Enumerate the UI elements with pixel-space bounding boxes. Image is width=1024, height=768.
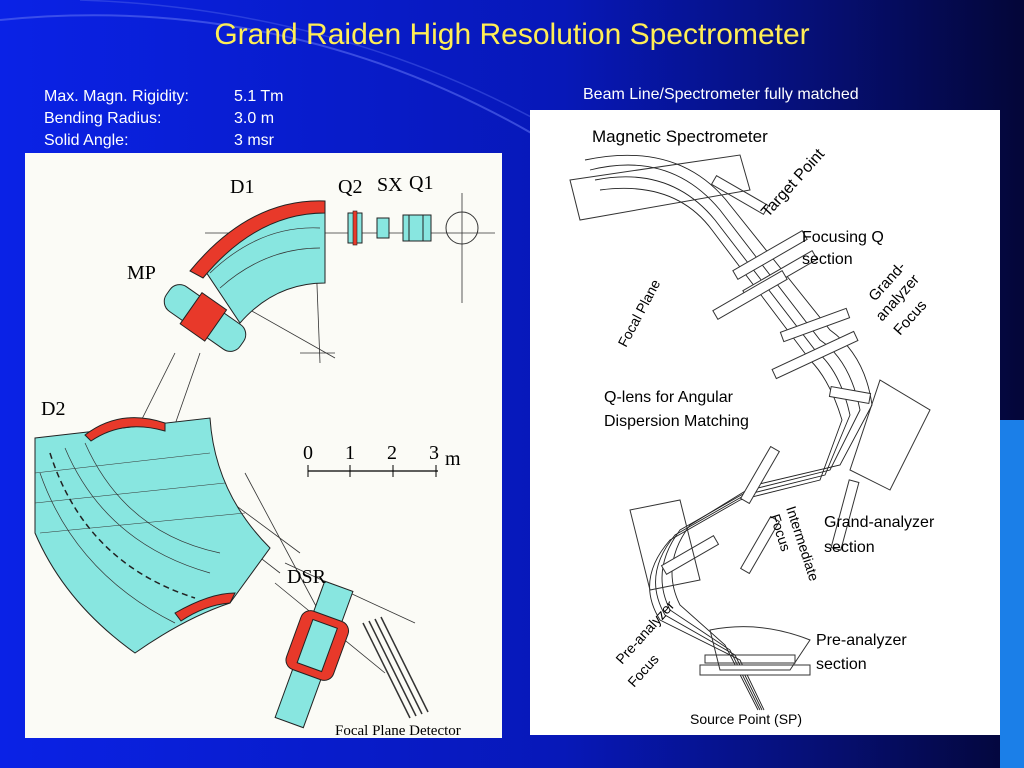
spec-value: 3.0 m bbox=[234, 110, 275, 127]
layout-svg: 0 1 2 3 m D1 Q2 SX Q1 MP D2 DSR Focal Pl… bbox=[34, 172, 495, 738]
label-q1: Q1 bbox=[409, 172, 433, 194]
label-magnetic-spectrometer: Magnetic Spectrometer bbox=[592, 127, 768, 146]
beamline-matching-diagram: Magnetic Spectrometer Target Point Focus… bbox=[530, 110, 1000, 735]
spec-radius: Bending Radius: 3.0 m bbox=[44, 108, 284, 130]
slide-accent-bar bbox=[1000, 420, 1024, 768]
dipole-outlines bbox=[569, 154, 931, 671]
label-detector: Focal Plane Detector bbox=[335, 723, 461, 738]
label-target-point: Target Point bbox=[758, 145, 828, 220]
d2-magnet bbox=[34, 417, 271, 654]
label-ga-section-1: Grand-analyzer bbox=[824, 514, 935, 531]
spec-list: Max. Magn. Rigidity: 5.1 Tm Bending Radiu… bbox=[44, 86, 284, 152]
label-ga-section-2: section bbox=[824, 539, 875, 556]
label-pa-section-1: Pre-analyzer bbox=[816, 632, 907, 649]
label-mp: MP bbox=[127, 262, 156, 284]
spec-label: Max. Magn. Rigidity: bbox=[44, 88, 189, 105]
beamline-caption: Beam Line/Spectrometer fully matched bbox=[583, 86, 859, 103]
spec-solid-angle: Solid Angle: 3 msr bbox=[44, 130, 284, 152]
quadrupole-group bbox=[347, 210, 432, 246]
beamline-svg: Magnetic Spectrometer Target Point Focus… bbox=[569, 127, 935, 727]
scale-unit: m bbox=[445, 448, 461, 470]
spec-rigidity: Max. Magn. Rigidity: 5.1 Tm bbox=[44, 86, 284, 108]
label-dsr: DSR bbox=[287, 566, 327, 588]
detector-plates bbox=[362, 616, 429, 719]
scale-tick-1: 1 bbox=[345, 442, 355, 464]
label-qlens-2: Dispersion Matching bbox=[604, 413, 749, 430]
mp-magnet bbox=[163, 284, 247, 352]
label-d2: D2 bbox=[41, 398, 65, 420]
label-focusing-q: Focusing Q bbox=[802, 229, 884, 246]
label-q2: Q2 bbox=[338, 176, 362, 198]
d1-magnet bbox=[189, 200, 326, 324]
label-d1: D1 bbox=[230, 176, 254, 198]
spec-label: Bending Radius: bbox=[44, 110, 162, 127]
label-pa-section-2: section bbox=[816, 656, 867, 673]
spec-label: Solid Angle: bbox=[44, 132, 129, 149]
scale-tick-0: 0 bbox=[303, 442, 313, 464]
slide-title: Grand Raiden High Resolution Spectromete… bbox=[214, 18, 810, 51]
spec-value: 3 msr bbox=[234, 132, 274, 149]
label-focusing-section: section bbox=[802, 251, 853, 268]
scale-bar: 0 1 2 3 m bbox=[303, 442, 461, 477]
spec-value: 5.1 Tm bbox=[234, 88, 284, 105]
scale-tick-2: 2 bbox=[387, 442, 397, 464]
scale-tick-3: 3 bbox=[429, 442, 439, 464]
dsr-magnet bbox=[274, 580, 354, 729]
label-focal-plane: Focal Plane bbox=[615, 276, 664, 349]
label-source-point: Source Point (SP) bbox=[690, 711, 802, 727]
spectrometer-layout-diagram: 0 1 2 3 m D1 Q2 SX Q1 MP D2 DSR Focal Pl… bbox=[25, 153, 502, 738]
label-qlens-1: Q-lens for Angular bbox=[604, 389, 734, 406]
label-sx: SX bbox=[377, 174, 403, 196]
